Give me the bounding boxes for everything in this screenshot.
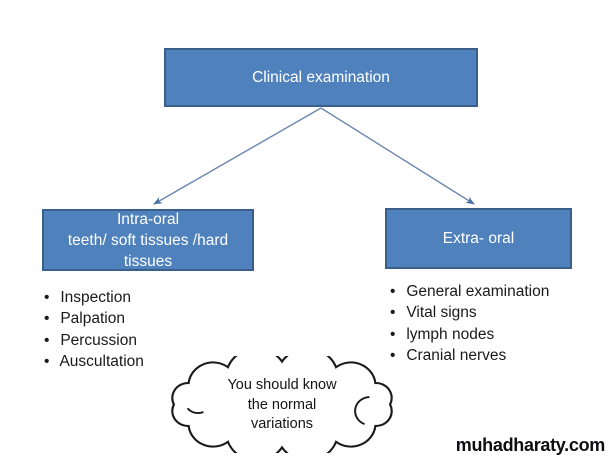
bullet-icon: • [390,347,396,365]
bullet-icon: • [44,289,50,306]
intra-oral-bullet-list: • Inspection • Palpation • Percussion • … [44,287,144,373]
list-item-label: lymph nodes [406,325,495,343]
list-item-label: Inspection [60,289,131,306]
cloud-note-line: variations [250,416,314,433]
list-item-label: Cranial nerves [406,347,507,365]
list-item: • General examination [390,281,549,302]
bullet-icon: • [390,325,396,343]
list-item-label: General examination [406,283,550,300]
list-item: • Palpation [44,308,144,329]
list-item: • Cranial nerves [390,345,549,366]
cloud-shape-icon [171,356,393,453]
node-intra-oral-subtitle: teeth/ soft tissues /hard tissues [67,231,229,270]
connector-right-arrow [320,107,475,205]
bullet-icon: • [390,283,396,300]
node-intra-oral-title: Intra-oral [116,210,180,228]
list-item: • Percussion [44,330,144,351]
list-item: • Inspection [44,287,144,308]
cloud-note-line: You should know [227,377,337,394]
bullet-icon: • [44,353,50,371]
bullet-icon: • [44,331,50,349]
bullet-icon: • [390,304,396,322]
bullet-icon: • [44,310,50,328]
extra-oral-bullet-list: • General examination • Vital signs • ly… [390,281,549,367]
thought-cloud: You should know the normal variations [168,356,396,453]
cloud-note: You should know the normal variations [168,356,396,453]
cloud-inner-arc-left [186,407,204,414]
node-intra-oral: Intra-oral teeth/ soft tissues /hard tis… [42,209,254,271]
node-extra-oral: Extra- oral [385,208,572,269]
list-item-label: Auscultation [59,353,144,371]
list-item-label: Palpation [60,310,125,328]
connector-left-arrow [153,107,322,205]
list-item-label: Vital signs [406,304,477,322]
list-item: • Vital signs [390,302,549,323]
cloud-inner-arc-right [354,396,370,425]
node-clinical-examination-label: Clinical examination [252,69,390,86]
watermark: muhadharaty.com [455,435,606,455]
list-item: • lymph nodes [390,324,549,345]
list-item: • Auscultation [44,351,144,372]
list-item-label: Percussion [60,331,137,349]
cloud-note-line: the normal [247,396,317,413]
node-clinical-examination: Clinical examination [164,48,478,107]
node-extra-oral-label: Extra- oral [442,230,515,247]
cloud-outline [171,356,393,453]
